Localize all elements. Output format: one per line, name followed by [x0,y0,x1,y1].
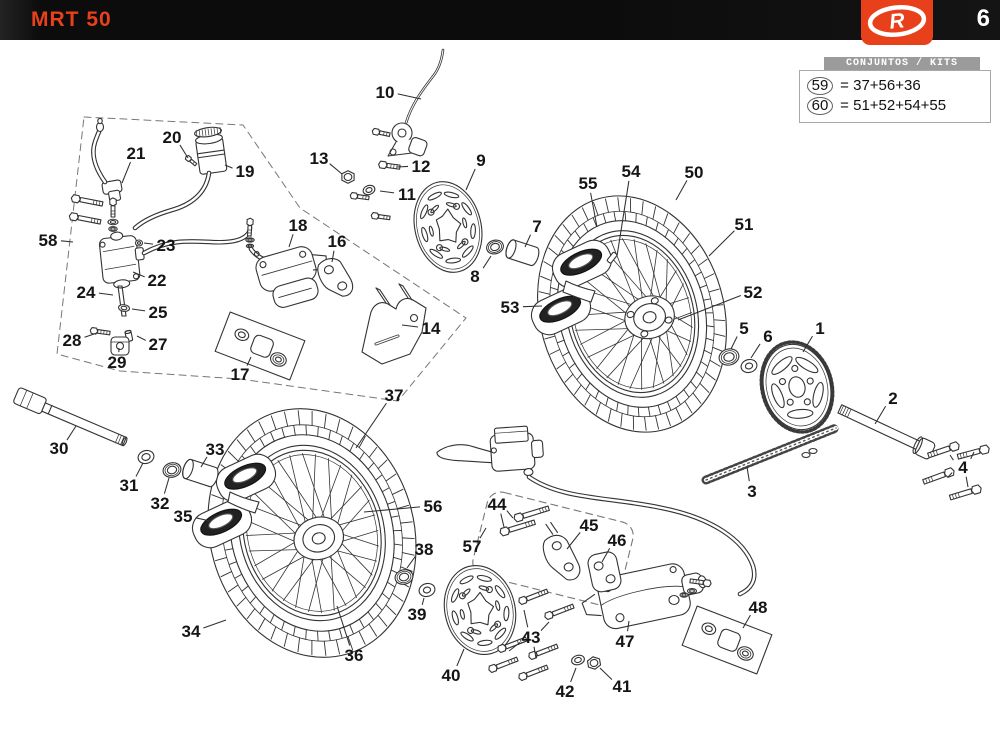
part-label-13: 13 [310,149,329,168]
part-label-40: 40 [442,666,461,685]
part-label-35: 35 [174,507,193,526]
part-label-18: 18 [289,216,308,235]
part-label-6: 6 [763,327,772,346]
part-label-27: 27 [149,335,168,354]
kit-row: 60 = 51+52+54+55 [807,97,983,115]
part-label-11: 11 [398,185,416,204]
part-label-3: 3 [747,482,756,501]
kit-id: 59 [807,77,833,95]
part-label-42: 42 [556,682,575,701]
kits-legend-title: CONJUNTOS / KITS [824,57,980,70]
part-label-8: 8 [470,267,479,286]
part-label-33: 33 [206,440,225,459]
part-label-9: 9 [476,151,485,170]
part-label-1: 1 [815,319,824,338]
part-label-54: 54 [622,162,641,181]
part-label-50: 50 [685,163,704,182]
part-label-44: 44 [488,495,507,514]
part-label-32: 32 [151,494,170,513]
part-label-22: 22 [148,271,167,290]
model-title: MRT 50 [31,8,112,31]
part-label-4: 4 [958,458,968,477]
part-label-34: 34 [182,622,201,641]
part-label-14: 14 [422,319,441,338]
part-label-7: 7 [532,217,541,236]
part-label-55: 55 [579,174,598,193]
part-label-48: 48 [749,598,768,617]
part-label-20: 20 [163,128,182,147]
part-label-43: 43 [522,628,541,647]
part-label-23: 23 [157,236,176,255]
kit-formula: = 37+56+36 [840,77,921,94]
part-label-17: 17 [231,365,250,384]
part-label-46: 46 [608,531,627,550]
part-label-5: 5 [739,319,748,338]
rieju-logo: R [861,0,933,45]
part-label-28: 28 [63,331,82,350]
kit-row: 59 = 37+56+36 [807,77,983,95]
part-label-45: 45 [580,516,599,535]
page-number: 6 [976,5,990,32]
part-label-10: 10 [376,83,395,102]
part-label-39: 39 [408,605,427,624]
part-label-2: 2 [888,389,897,408]
part-label-51: 51 [735,215,754,234]
part-label-58: 58 [39,231,58,250]
rieju-logo-icon: R [867,5,927,37]
app-header: MRT 50 6 [0,0,1000,40]
part-label-38: 38 [415,540,434,559]
logo-letter: R [888,9,906,34]
part-label-29: 29 [108,353,127,372]
part-label-12: 12 [412,157,431,176]
part-label-31: 31 [120,476,139,495]
part-label-53: 53 [501,298,520,317]
part-label-19: 19 [236,162,255,181]
kit-id: 60 [807,97,833,115]
part-label-47: 47 [616,632,635,651]
part-label-30: 30 [50,439,69,458]
kits-legend: CONJUNTOS / KITS 59 = 37+56+36 60 = 51+5… [799,57,991,123]
part-label-36: 36 [345,646,364,665]
part-label-56: 56 [424,497,443,516]
part-label-25: 25 [149,303,168,322]
part-label-16: 16 [328,232,347,251]
part-label-21: 21 [127,144,146,163]
part-label-41: 41 [613,677,632,696]
kits-legend-body: 59 = 37+56+36 60 = 51+52+54+55 [799,70,991,123]
part-label-57: 57 [463,537,482,556]
part-label-24: 24 [77,283,96,302]
kit-formula: = 51+52+54+55 [840,97,947,114]
part-label-52: 52 [744,283,763,302]
part-label-37: 37 [385,386,404,405]
